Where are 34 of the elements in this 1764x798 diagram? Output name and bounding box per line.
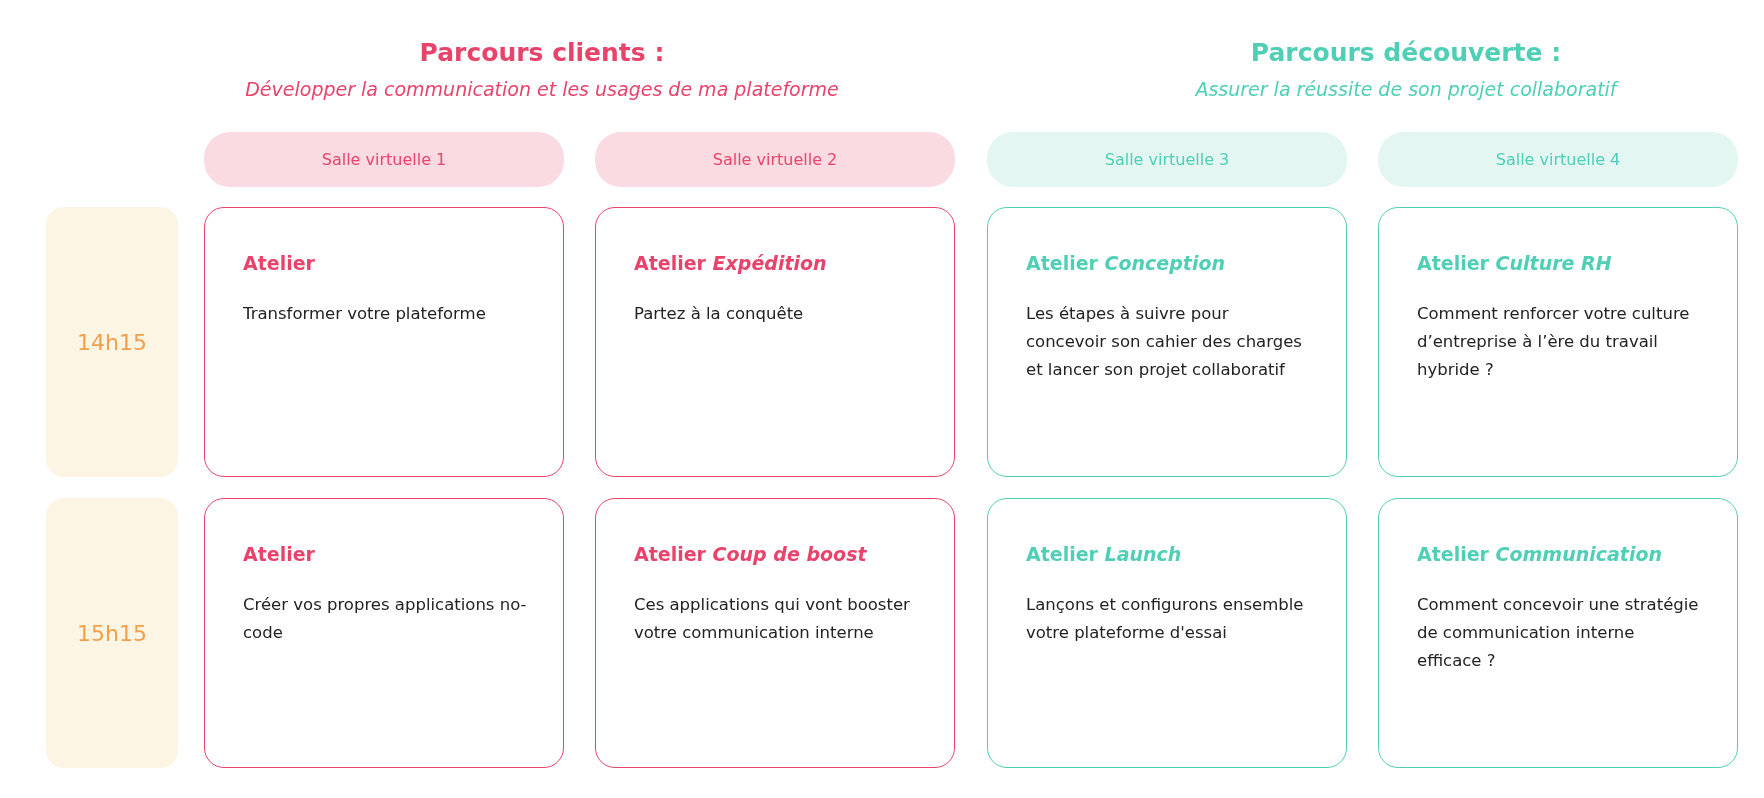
workshop-description: Comment concevoir une stratégie de communication interne efficace ?	[1417, 594, 1700, 672]
workshop-description: Lançons et configurons ensemble votre plateforme d'essai	[1026, 594, 1305, 644]
workshop-title: Atelier Launch	[1026, 543, 1183, 565]
workshop-title: Atelier	[243, 543, 316, 565]
workshop-title: Atelier Expédition	[634, 252, 828, 274]
workshop-title: Atelier Conception	[1026, 252, 1227, 274]
track-subtitle: Développer la communication et les usages de ma plateforme	[244, 78, 840, 100]
time-slot: 14h15	[46, 207, 178, 477]
track-subtitle: Assurer la réussite de son projet collaboratif	[1193, 78, 1620, 100]
workshop-title: Atelier Culture RH	[1417, 252, 1613, 274]
track-heading: Parcours découverte :	[1249, 38, 1563, 67]
workshop-description: Transformer votre plateforme	[243, 303, 487, 325]
workshop-description: Ces applications qui vont booster votre communication interne	[634, 594, 911, 644]
workshop-card	[595, 207, 955, 477]
room-tab: Salle virtuelle 2	[595, 132, 955, 187]
workshop-card	[1378, 498, 1738, 768]
workshop-description: Comment renforcer votre culture d’entreprise à l’ère du travail hybride ?	[1417, 303, 1691, 381]
time-slot: 15h15	[46, 498, 178, 768]
room-tab: Salle virtuelle 3	[987, 132, 1347, 187]
room-tab: Salle virtuelle 4	[1378, 132, 1738, 187]
workshop-card	[987, 207, 1347, 477]
workshop-card	[987, 498, 1347, 768]
workshop-description: Créer vos propres applications no-code	[243, 594, 528, 644]
workshop-title: Atelier Coup de boost	[634, 543, 868, 565]
workshop-card	[204, 207, 564, 477]
track-heading: Parcours clients :	[418, 38, 666, 67]
workshop-description: Partez à la conquête	[634, 303, 805, 325]
room-tab: Salle virtuelle 1	[204, 132, 564, 187]
workshop-description: Les étapes à suivre pour concevoir son cahier des charges et lancer son projet collaboratif	[1026, 303, 1303, 381]
workshop-title: Atelier	[243, 252, 316, 274]
workshop-title: Atelier Communication	[1417, 543, 1663, 565]
workshop-card	[204, 498, 564, 768]
workshop-card	[1378, 207, 1738, 477]
workshop-card	[595, 498, 955, 768]
